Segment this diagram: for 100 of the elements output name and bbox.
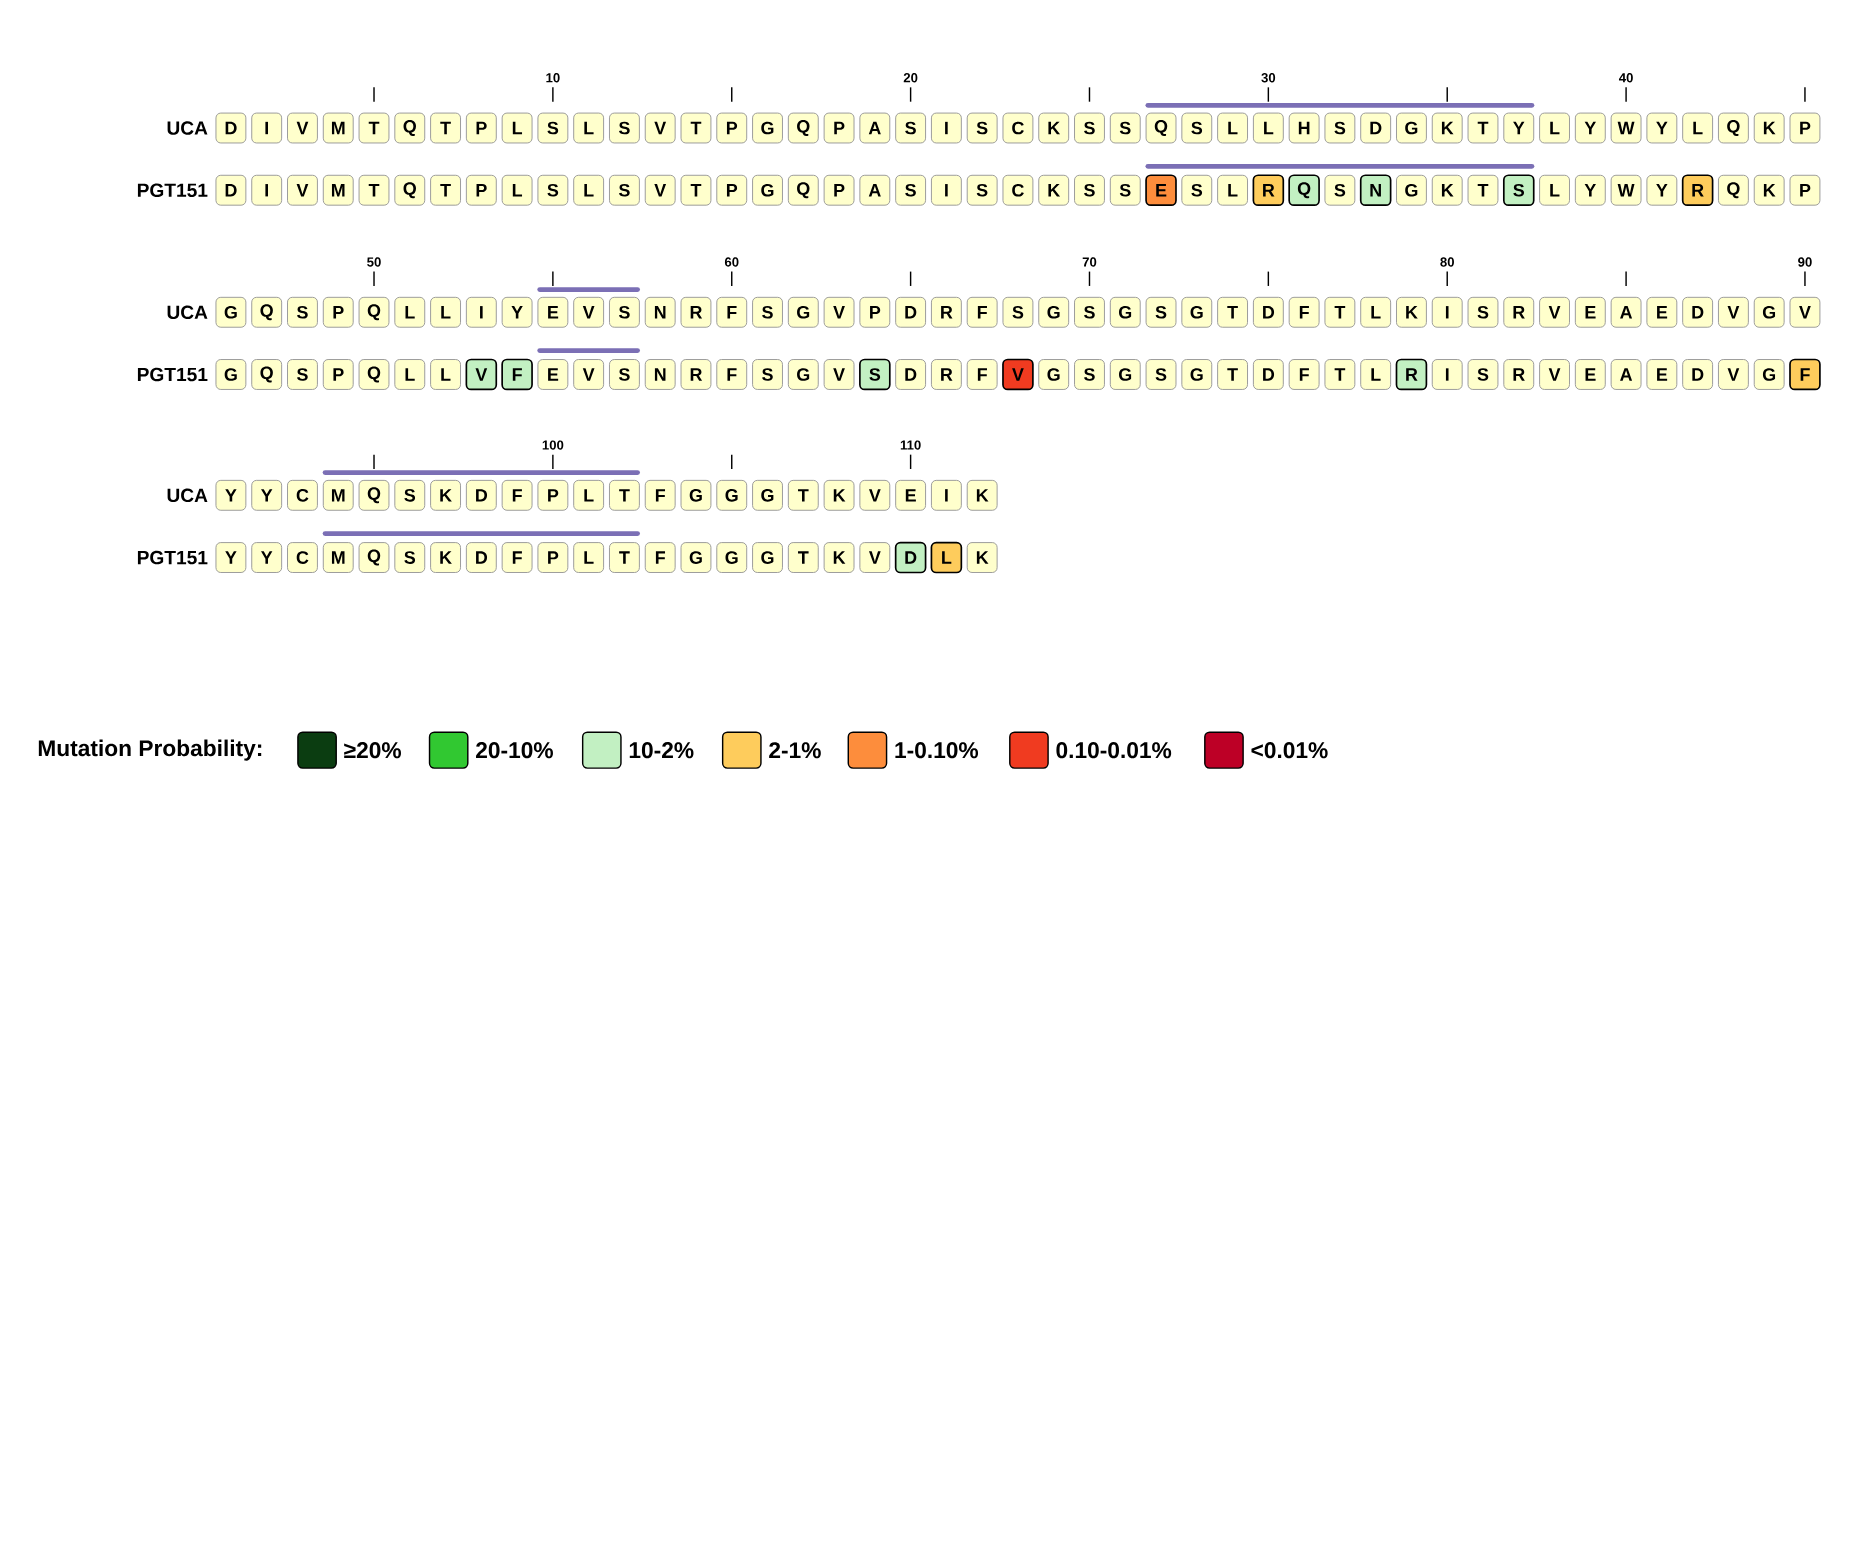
- residue-box: A: [1610, 297, 1642, 328]
- residue-box: L: [501, 112, 533, 144]
- residue-box: D: [1682, 359, 1714, 391]
- residue-box: N: [644, 359, 676, 391]
- residue-box: S: [287, 297, 318, 328]
- residue-box: G: [1109, 359, 1141, 391]
- residue-box: S: [1002, 297, 1034, 328]
- sequence-name: PGT151: [137, 551, 208, 565]
- residue-box: S: [1181, 175, 1213, 206]
- residue-box: K: [823, 480, 855, 511]
- residue-box: L: [573, 480, 605, 511]
- residue-box: S: [1145, 359, 1177, 391]
- residue-box: S: [895, 112, 927, 144]
- residue-box: G: [1038, 297, 1070, 328]
- sequence-name: UCA: [167, 121, 208, 136]
- residue-box: S: [1145, 297, 1177, 328]
- residue-box: G: [680, 542, 712, 574]
- residue-box: M: [322, 175, 354, 206]
- residue-box: L: [1539, 112, 1570, 144]
- residue-box: V: [1717, 297, 1749, 328]
- residue-box: L: [501, 175, 533, 206]
- residue-box: N: [1359, 174, 1392, 207]
- residue-box: G: [752, 542, 783, 574]
- residue-box: V: [1717, 359, 1749, 391]
- residue-box: S: [609, 297, 640, 328]
- legend-label: 2-1%: [769, 742, 821, 759]
- residue-box: V: [573, 297, 605, 328]
- residue-box: T: [1324, 359, 1356, 391]
- residue-box: Q: [787, 175, 819, 206]
- residue-box: V: [1539, 359, 1570, 391]
- residue-box: D: [894, 542, 927, 574]
- residue-box: E: [537, 297, 569, 328]
- residue-box: T: [680, 112, 712, 144]
- residue-box: T: [787, 542, 819, 574]
- residue-box: E: [1646, 359, 1678, 391]
- residue-box: L: [573, 542, 605, 574]
- residue-box: S: [287, 359, 318, 391]
- residue-box: Q: [1288, 174, 1320, 207]
- residue-box: P: [465, 112, 497, 144]
- residue-box: L: [1360, 297, 1392, 328]
- residue-box: L: [1360, 359, 1392, 391]
- residue-box: D: [1682, 297, 1714, 328]
- residue-box: E: [1574, 359, 1606, 391]
- residue-box: Q: [251, 359, 283, 391]
- residue-box: M: [322, 480, 354, 511]
- residue-box: K: [1753, 175, 1785, 206]
- residue-box: Q: [358, 542, 390, 574]
- residue-box: P: [859, 297, 891, 328]
- residue-box: I: [1431, 297, 1463, 328]
- residue-box: Q: [358, 480, 390, 511]
- residue-box: V: [823, 297, 855, 328]
- residue-box: G: [752, 175, 783, 206]
- legend-title: Mutation Probability:: [38, 739, 262, 761]
- residue-box: P: [537, 542, 569, 574]
- residue-box: T: [680, 175, 712, 206]
- residue-box: P: [716, 175, 748, 206]
- residue-box: S: [1324, 112, 1356, 144]
- residue-box: V: [1789, 297, 1821, 328]
- residue-box: F: [1288, 359, 1320, 391]
- residue-box: G: [1109, 297, 1141, 328]
- residue-box: V: [644, 112, 676, 144]
- residue-box: D: [215, 112, 247, 144]
- residue-box: K: [1431, 175, 1463, 206]
- residue-box: R: [930, 297, 962, 328]
- residue-box: I: [930, 112, 962, 144]
- tick-label: 10: [546, 73, 560, 83]
- residue-box: T: [430, 175, 461, 206]
- sequence-name: PGT151: [137, 183, 208, 198]
- residue-box: P: [716, 112, 748, 144]
- residue-box: V: [287, 112, 318, 144]
- residue-box: P: [322, 359, 354, 391]
- sequence-name: UCA: [167, 488, 208, 503]
- residue-box: S: [537, 112, 569, 144]
- residue-box: D: [1360, 112, 1392, 144]
- residue-box: F: [1288, 297, 1320, 328]
- residue-box: C: [287, 542, 318, 574]
- residue-box: F: [716, 359, 748, 391]
- residue-box: S: [1467, 359, 1499, 391]
- residue-box: R: [680, 297, 712, 328]
- residue-box: R: [1252, 174, 1285, 207]
- residue-box: K: [823, 542, 855, 574]
- residue-box: V: [823, 359, 855, 391]
- sequence-name: UCA: [167, 305, 208, 320]
- residue-box: P: [823, 175, 855, 206]
- residue-box: Q: [358, 297, 390, 328]
- residue-box: G: [1038, 359, 1070, 391]
- residue-box: T: [358, 175, 390, 206]
- residue-box: G: [752, 112, 783, 144]
- residue-box: T: [358, 112, 390, 144]
- residue-box: S: [609, 359, 640, 391]
- legend-label: 20-10%: [476, 742, 553, 759]
- residue-box: V: [1539, 297, 1570, 328]
- legend-label: 1-0.10%: [895, 742, 979, 759]
- residue-box: L: [394, 359, 426, 391]
- residue-box: R: [930, 359, 962, 391]
- residue-box: T: [787, 480, 819, 511]
- sequence-name: PGT151: [137, 367, 208, 382]
- residue-box: M: [322, 112, 354, 144]
- residue-box: F: [644, 542, 676, 574]
- residue-box: L: [930, 542, 963, 574]
